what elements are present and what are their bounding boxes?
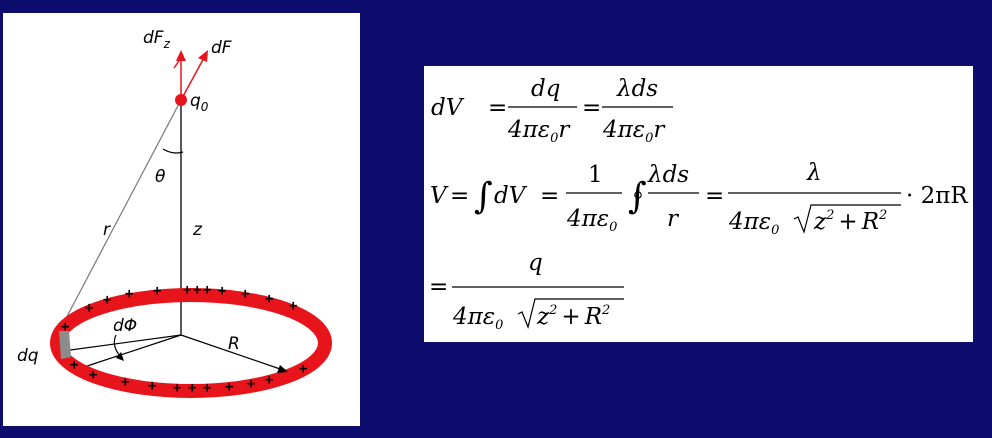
charge-q0 [175, 94, 187, 106]
equals-sign: = [450, 183, 469, 209]
dFz-label: dFz [143, 28, 171, 51]
equals-sign: = [705, 183, 724, 209]
plus-sign: + [125, 286, 133, 302]
fraction-denominator: r [667, 206, 680, 232]
plus-sign: + [103, 292, 111, 308]
contour-circle [634, 191, 642, 199]
fraction-numerator: λds [647, 162, 689, 188]
formula-canvas: dV = dq 4πε0r = λds 4πε0r V = ∫ dV = 1 4… [429, 76, 968, 333]
plus-sign: + [183, 282, 191, 298]
plus-sign: + [148, 378, 156, 394]
fraction-numerator: λds [616, 76, 658, 102]
fraction-denominator: 4πε0r [507, 117, 571, 146]
tail-factor: · 2πR [906, 183, 968, 209]
plus-sign: + [265, 372, 273, 388]
fraction-numerator: 1 [588, 162, 603, 188]
dFz-arrowhead [176, 50, 186, 61]
R-radius-line [180, 334, 284, 371]
equals-sign: = [582, 95, 601, 121]
plus-sign: + [241, 286, 249, 302]
theta-arc [162, 148, 184, 154]
dF-label: dF [211, 38, 232, 58]
plus-sign: + [299, 361, 307, 377]
plus-sign: + [121, 374, 129, 390]
dF-arrowhead [198, 50, 208, 62]
plus-sign: + [85, 300, 93, 316]
dF-component [173, 57, 182, 69]
ring-charges: + + + + + + + + + + + + + + + + + + + + … [61, 282, 307, 396]
dq-radius-line [62, 334, 182, 352]
contour-integral-sign: ∫ [628, 176, 647, 217]
dV-lhs: dV [431, 95, 465, 121]
plus-sign: + [247, 376, 255, 392]
integrand: dV [494, 183, 528, 209]
V-lhs: V [430, 183, 449, 209]
formula-line-2: V = ∫ dV = 1 4πε0 ∫ λds r = λ 4πε0 z2+R2… [430, 160, 968, 238]
fraction-numerator: dq [531, 76, 560, 102]
fraction-denominator: 4πε0 [566, 206, 617, 235]
R-label: R [228, 334, 240, 354]
plus-sign: + [153, 283, 161, 299]
dF-arrow [180, 55, 206, 101]
diagram-canvas: + + + + + + + + + + + + + + + + + + + + … [17, 28, 332, 398]
plus-sign: + [218, 283, 226, 299]
plus-sign: + [225, 379, 233, 395]
plus-sign: + [265, 291, 273, 307]
formula-line-3: = q 4πε0 z2+R2 [429, 250, 624, 333]
equals-sign: = [488, 95, 507, 121]
plus-sign: + [61, 319, 69, 335]
plus-sign: + [89, 367, 97, 383]
integral-sign: ∫ [474, 176, 493, 217]
r-label: r [103, 220, 111, 240]
plus-sign: + [193, 282, 201, 298]
charged-ring [50, 288, 332, 398]
dphi-arrowhead [116, 352, 124, 361]
potential-formulas: dV = dq 4πε0r = λds 4πε0r V = ∫ dV = 1 4… [424, 66, 973, 342]
dphi-label: dΦ [113, 316, 137, 336]
plus-sign: + [203, 380, 211, 396]
reference-axis-line [77, 334, 182, 370]
plus-sign: + [173, 380, 181, 396]
fraction-denominator: 4πε0r [602, 117, 666, 146]
equals-sign: = [429, 274, 448, 300]
fraction-denominator: 4πε0 [452, 304, 503, 333]
theta-label: θ [155, 167, 166, 187]
z-label: z [192, 220, 203, 240]
q0-label: q0 [190, 91, 209, 114]
fraction-numerator: λ [806, 160, 822, 186]
plus-sign: + [289, 298, 297, 314]
R-arrowhead [277, 365, 288, 373]
sqrt-sign [793, 204, 901, 234]
plus-sign: + [188, 380, 196, 396]
sqrt-radicand: z2+R2 [813, 208, 887, 235]
formula-line-1: dV = dq 4πε0r = λds 4πε0r [431, 76, 673, 146]
fraction-denominator: 4πε0 [728, 209, 779, 238]
equals-sign: = [540, 183, 559, 209]
r-line [52, 99, 182, 344]
sqrt-sign [517, 298, 624, 329]
plus-sign: + [70, 357, 78, 373]
sqrt-radicand: z2+R2 [536, 303, 610, 330]
dq-label: dq [17, 346, 39, 366]
ring-charge-diagram: + + + + + + + + + + + + + + + + + + + + … [3, 13, 360, 426]
dq-segment [59, 331, 71, 359]
fraction-numerator: q [528, 250, 543, 276]
plus-sign: + [203, 282, 211, 298]
